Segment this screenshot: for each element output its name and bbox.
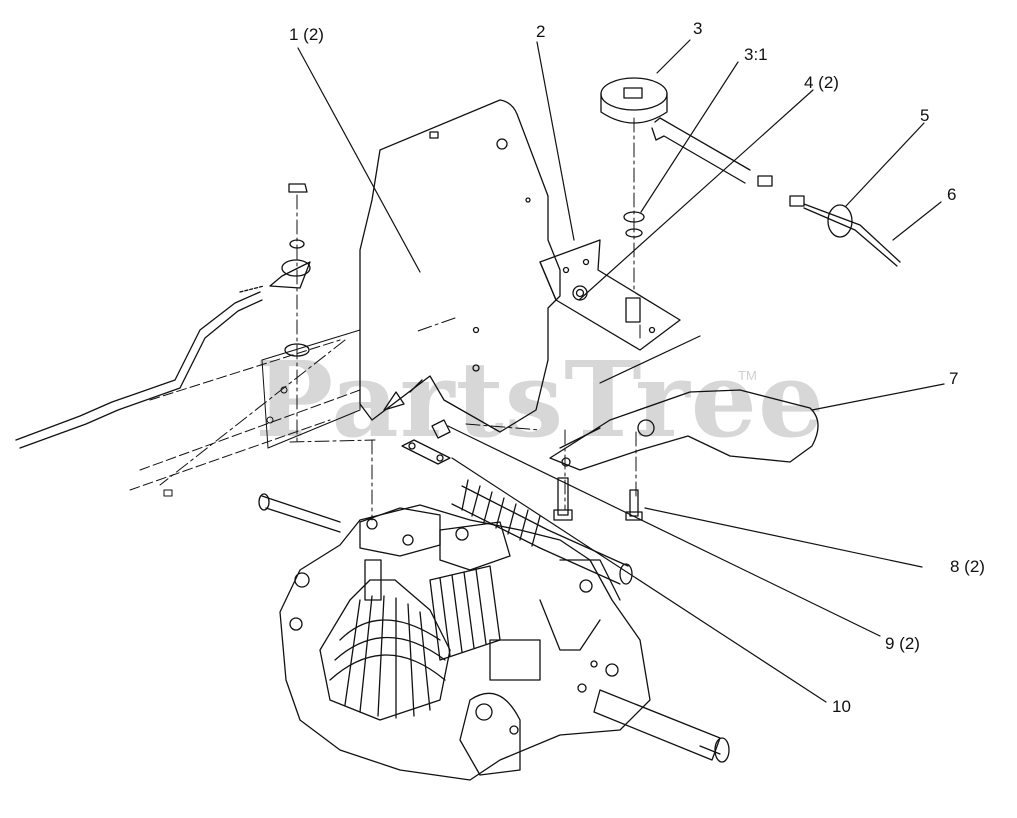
bracket-plate (359, 99, 561, 433)
leader-lines (297, 39, 945, 703)
callout-5: 5 (920, 106, 930, 125)
bolts (553, 477, 643, 521)
callout-2: 2 (536, 22, 546, 41)
knob (600, 77, 668, 238)
callout-3: 3 (693, 19, 703, 38)
callout-4: 4 (2) (804, 73, 839, 92)
callout-7: 7 (949, 369, 959, 388)
watermark: PartsTree (255, 338, 826, 461)
control-rod (15, 183, 311, 449)
transaxle (258, 493, 730, 781)
foot-pedal (549, 389, 819, 471)
callout-6: 6 (947, 185, 957, 204)
damper-spring (451, 479, 633, 585)
callout-10: 10 (832, 697, 851, 716)
wire-harness (651, 117, 901, 267)
callout-3-1: 3:1 (744, 45, 768, 64)
callout-8: 8 (2) (950, 557, 985, 576)
callout-9: 9 (2) (885, 634, 920, 653)
link-plate (401, 419, 451, 465)
callout-1: 1 (2) (289, 25, 324, 44)
assembly-centerlines (159, 117, 641, 521)
frame-rail (129, 329, 361, 497)
angle-bracket (539, 239, 681, 351)
watermark-tm: TM (738, 368, 757, 383)
